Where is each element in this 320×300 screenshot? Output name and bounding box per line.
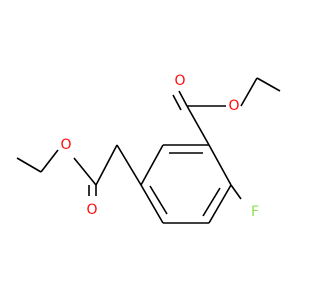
side-o-ch2-bond [40, 149, 59, 173]
c-f-bond [230, 184, 242, 200]
side-ester-c-o-bond [73, 157, 97, 186]
side-carbonyl-oxygen-label: O [86, 202, 97, 218]
ring-bond-double [149, 185, 168, 215]
side-ethyl-bond [16, 157, 42, 173]
fluorine-label: F [251, 204, 259, 220]
ethyl-bond [256, 77, 281, 92]
carbonyl-double-bond [172, 94, 182, 111]
ester-o-ch2-bond [240, 77, 258, 107]
ch2-to-carbonyl-bond [95, 144, 118, 186]
ring-bond [140, 144, 164, 186]
ring-to-carbonyl-bond [186, 105, 210, 146]
ring-bond [208, 184, 232, 224]
molecule-canvas: O O O O F [16, 73, 281, 224]
ring-to-ch2-bond [116, 144, 142, 186]
carbonyl-double-bond [178, 90, 188, 107]
ring-bond [140, 184, 164, 224]
side-ether-oxygen-label: O [60, 137, 71, 153]
molecule-structure: O O O O F [16, 73, 281, 224]
ring-bond-double [202, 187, 221, 217]
ester-ether-oxygen-label: O [228, 98, 239, 114]
ester-carbonyl-oxygen-label: O [174, 73, 185, 89]
ring-bond [208, 144, 232, 186]
